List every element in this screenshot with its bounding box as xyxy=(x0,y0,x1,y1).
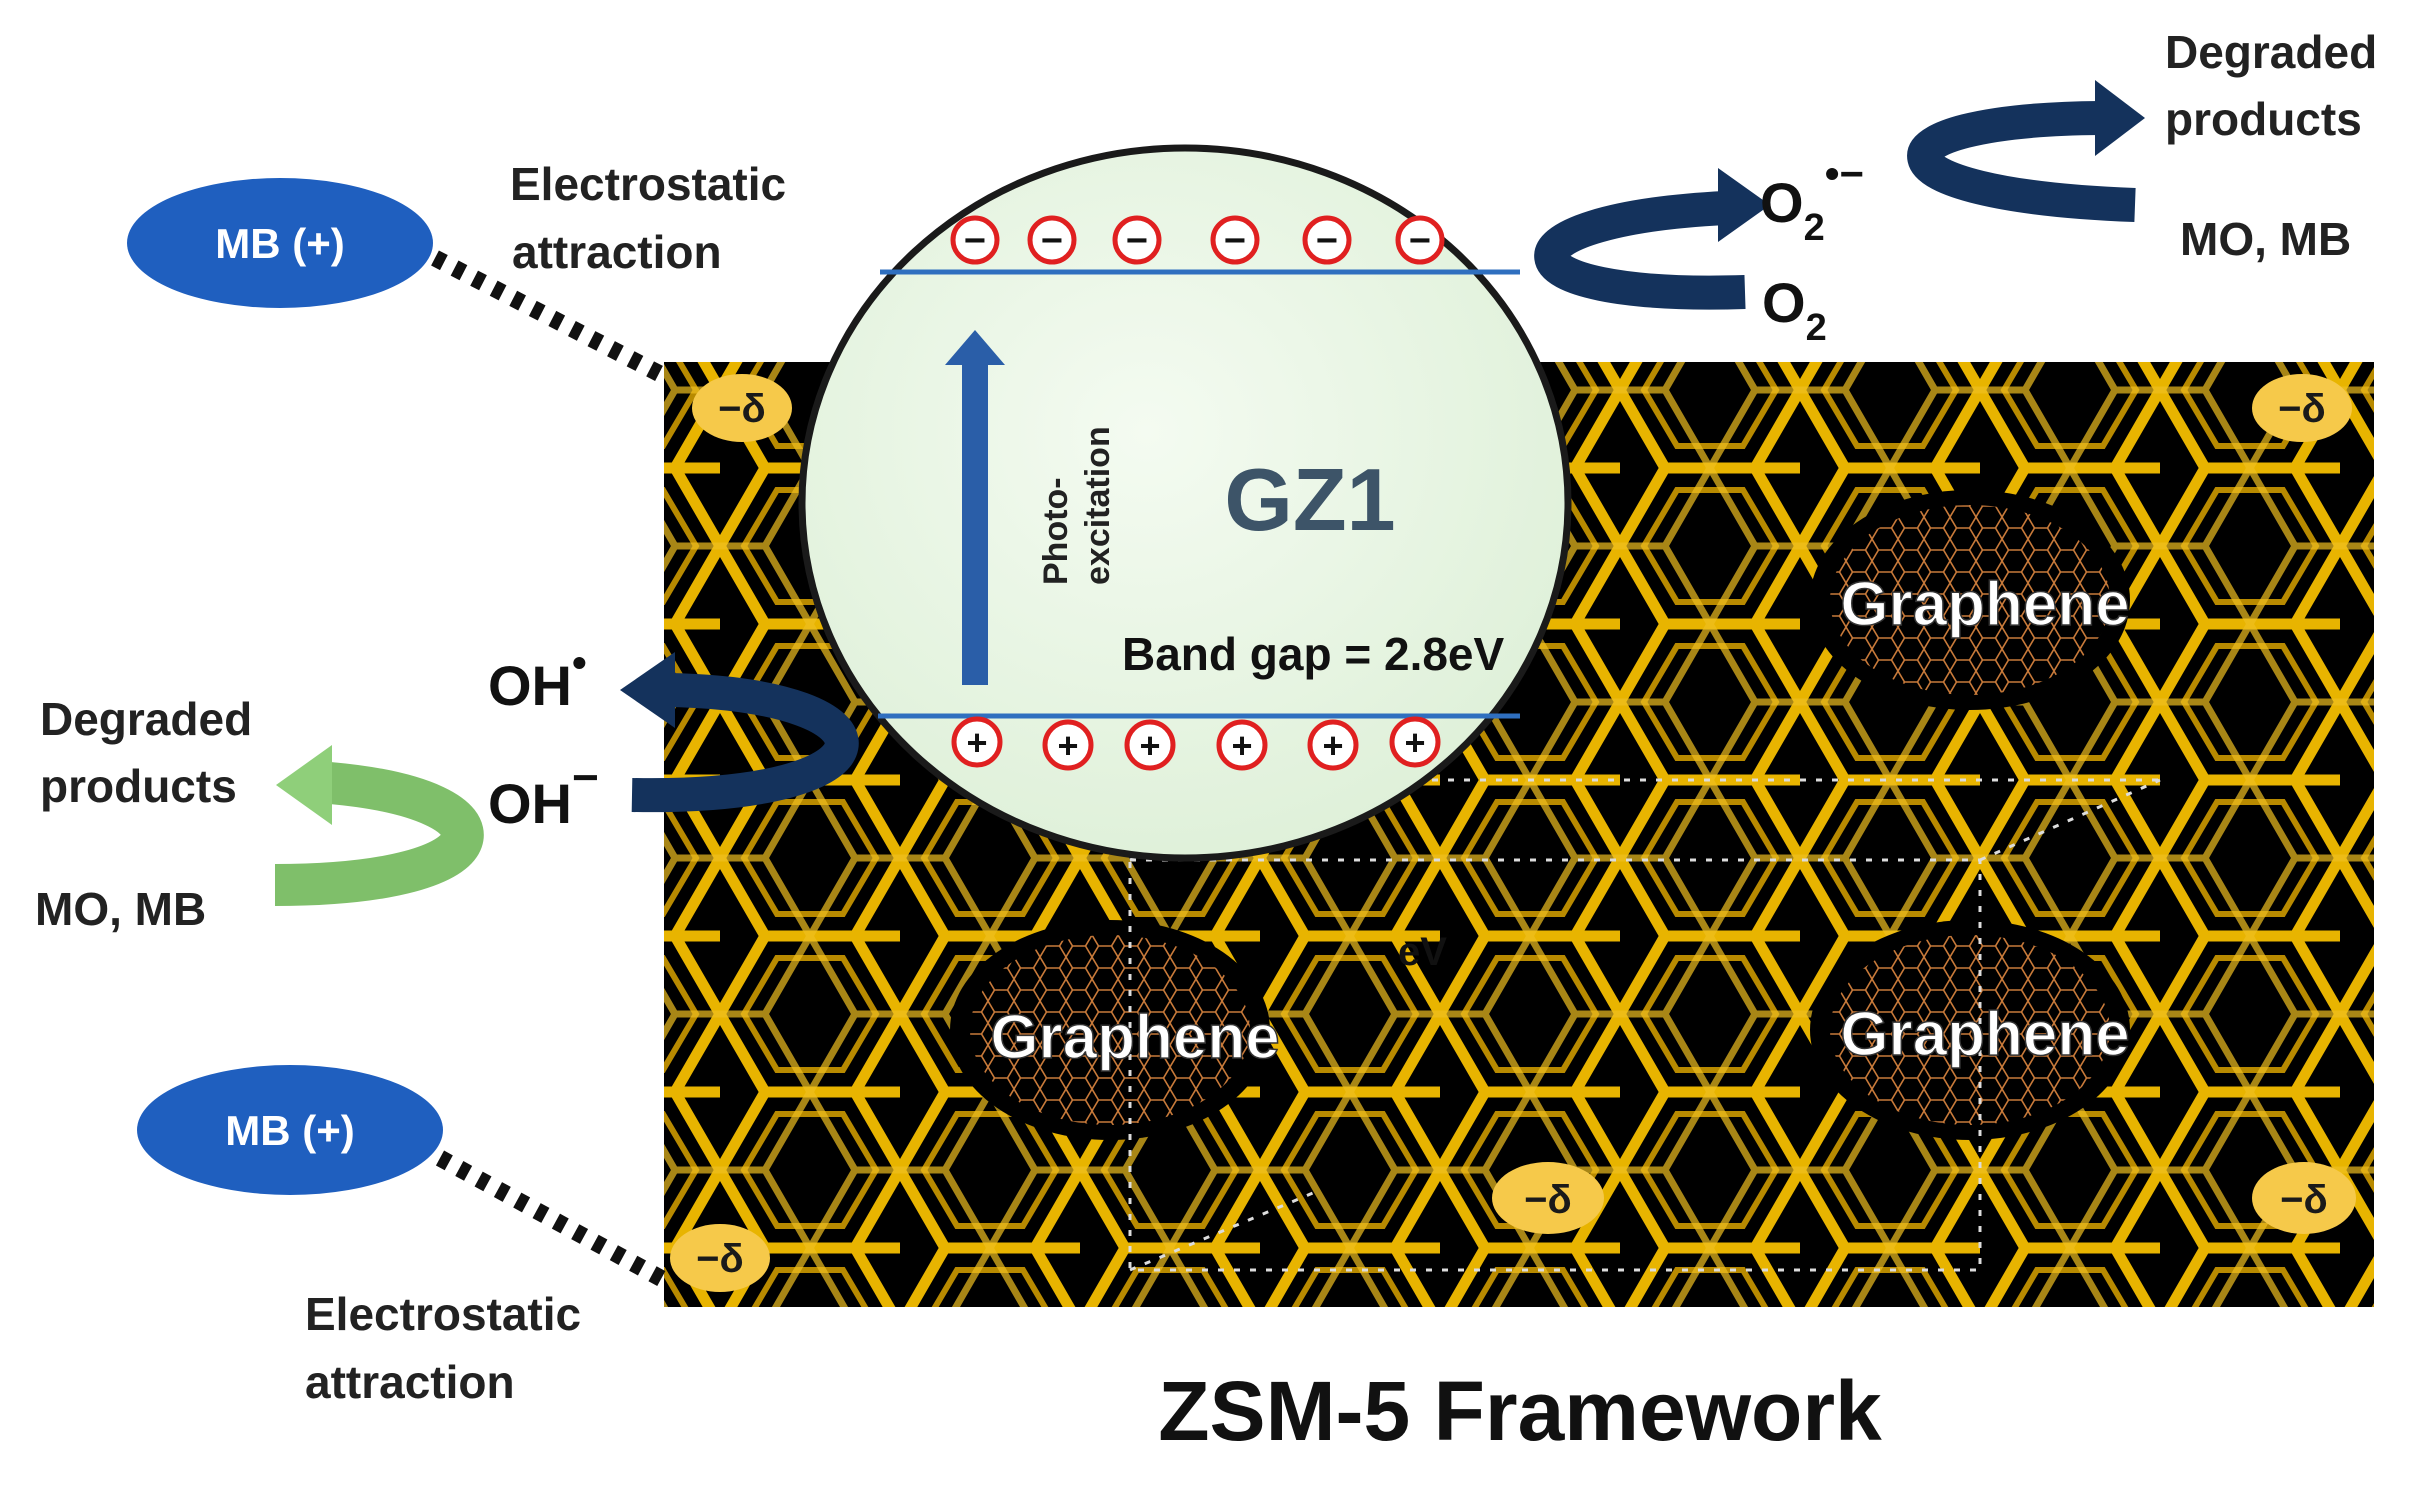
band-gap-label: Band gap = 2.8eV xyxy=(1122,628,1505,680)
dyes-label-right: MO, MB xyxy=(2180,213,2351,265)
charge-badge-bottom-left: −δ xyxy=(670,1224,770,1292)
mb-badge-top: MB (+) xyxy=(127,178,433,308)
electron-row: − − − − − − xyxy=(950,215,1445,265)
svg-text:−: − xyxy=(1126,220,1148,262)
hole-row: + + + + + + xyxy=(951,716,1441,771)
electron: − xyxy=(1210,215,1260,265)
graphene-label-3: Graphene xyxy=(1840,1000,2129,1069)
o2-superoxide: O2•− xyxy=(1760,150,1864,249)
mb-badge-bottom: MB (+) xyxy=(137,1065,443,1195)
svg-text:−: − xyxy=(1316,220,1338,262)
degraded-products-left: Degraded products xyxy=(40,693,252,812)
svg-text:−δ: −δ xyxy=(696,1237,744,1281)
hole: + xyxy=(1042,719,1094,771)
svg-text:MB (+): MB (+) xyxy=(215,220,345,267)
framework-title: ZSM-5 Framework xyxy=(1158,1364,1882,1458)
svg-text:−δ: −δ xyxy=(2278,387,2326,431)
hole: + xyxy=(1307,719,1359,771)
svg-text:+: + xyxy=(1057,725,1078,766)
photoexcitation-arrow xyxy=(945,330,1005,685)
svg-text:Photo-: Photo- xyxy=(1037,477,1075,585)
degraded-products-right: Degraded products xyxy=(2165,26,2377,145)
svg-text:+: + xyxy=(1322,725,1343,766)
degradation-arrow-left xyxy=(274,745,484,906)
svg-text:Degraded: Degraded xyxy=(40,693,252,745)
charge-badge-bottom-mid: −δ xyxy=(1492,1162,1604,1234)
graphene-label-1: Graphene xyxy=(990,1003,1279,1072)
electrostatic-link-bottom xyxy=(435,1150,669,1288)
ev-label: eV xyxy=(1398,930,1447,974)
charge-badge-top-right: −δ xyxy=(2252,374,2352,442)
degradation-arrow-right xyxy=(1907,80,2145,222)
reduction-arrow xyxy=(1534,168,1770,310)
svg-text:attraction: attraction xyxy=(512,226,722,278)
svg-text:−δ: −δ xyxy=(718,387,766,431)
svg-text:MB (+): MB (+) xyxy=(225,1107,355,1154)
svg-text:products: products xyxy=(40,760,237,812)
svg-text:O2: O2 xyxy=(1762,271,1827,349)
graphene-pore-2 xyxy=(1810,490,2130,710)
electron: − xyxy=(950,215,1000,265)
dyes-label-left: MO, MB xyxy=(35,883,206,935)
electron: − xyxy=(1395,215,1445,265)
svg-text:−δ: −δ xyxy=(2280,1178,2328,1222)
graphene-pore-3 xyxy=(1810,920,2130,1140)
svg-text:+: + xyxy=(1231,725,1252,766)
electron: − xyxy=(1112,215,1162,265)
svg-text:OH•: OH• xyxy=(488,639,587,717)
svg-text:−: − xyxy=(964,220,986,262)
hole: + xyxy=(1124,719,1176,771)
photoexcitation-label: Photo- excitation xyxy=(1037,426,1117,585)
svg-text:−: − xyxy=(1041,220,1063,262)
hole: + xyxy=(1216,719,1268,771)
oxidation-arrow xyxy=(620,652,859,813)
svg-text:+: + xyxy=(1404,722,1425,763)
svg-text:Electrostatic: Electrostatic xyxy=(305,1288,581,1340)
electrostatic-label-bottom: Electrostatic attraction xyxy=(305,1288,581,1408)
svg-text:−δ: −δ xyxy=(1524,1178,1572,1222)
svg-text:OH−: OH− xyxy=(488,751,599,835)
graphene-label-2: Graphene xyxy=(1840,570,2129,639)
electron: − xyxy=(1027,215,1077,265)
electrostatic-label-top: Electrostatic attraction xyxy=(510,158,786,278)
hole: + xyxy=(1389,716,1441,768)
gz1-particle: − − − − − − + + + + + + Photo- excitatio… xyxy=(798,144,1572,862)
graphene-pore-1 xyxy=(950,920,1270,1140)
svg-text:Electrostatic: Electrostatic xyxy=(510,158,786,210)
svg-text:−: − xyxy=(1409,220,1431,262)
charge-badge-bottom-right: −δ xyxy=(2252,1162,2356,1234)
o2-molecule: O2 xyxy=(1762,271,1827,349)
hole: + xyxy=(951,716,1003,768)
svg-text:+: + xyxy=(966,722,987,763)
gz1-label: GZ1 xyxy=(1224,450,1395,549)
charge-badge-top-left: −δ xyxy=(692,374,792,442)
svg-text:attraction: attraction xyxy=(305,1356,515,1408)
zsm5-framework: Graphene Graphene Graphene eV −δ −δ −δ −… xyxy=(664,362,2374,1307)
oh-radical: OH• xyxy=(488,639,587,717)
electron: − xyxy=(1302,215,1352,265)
svg-text:products: products xyxy=(2165,93,2362,145)
svg-text:O2•−: O2•− xyxy=(1760,150,1864,249)
svg-text:excitation: excitation xyxy=(1079,426,1117,585)
hydroxide-ion: OH− xyxy=(488,751,599,835)
svg-text:−: − xyxy=(1224,220,1246,262)
svg-text:+: + xyxy=(1139,725,1160,766)
svg-text:Degraded: Degraded xyxy=(2165,26,2377,78)
